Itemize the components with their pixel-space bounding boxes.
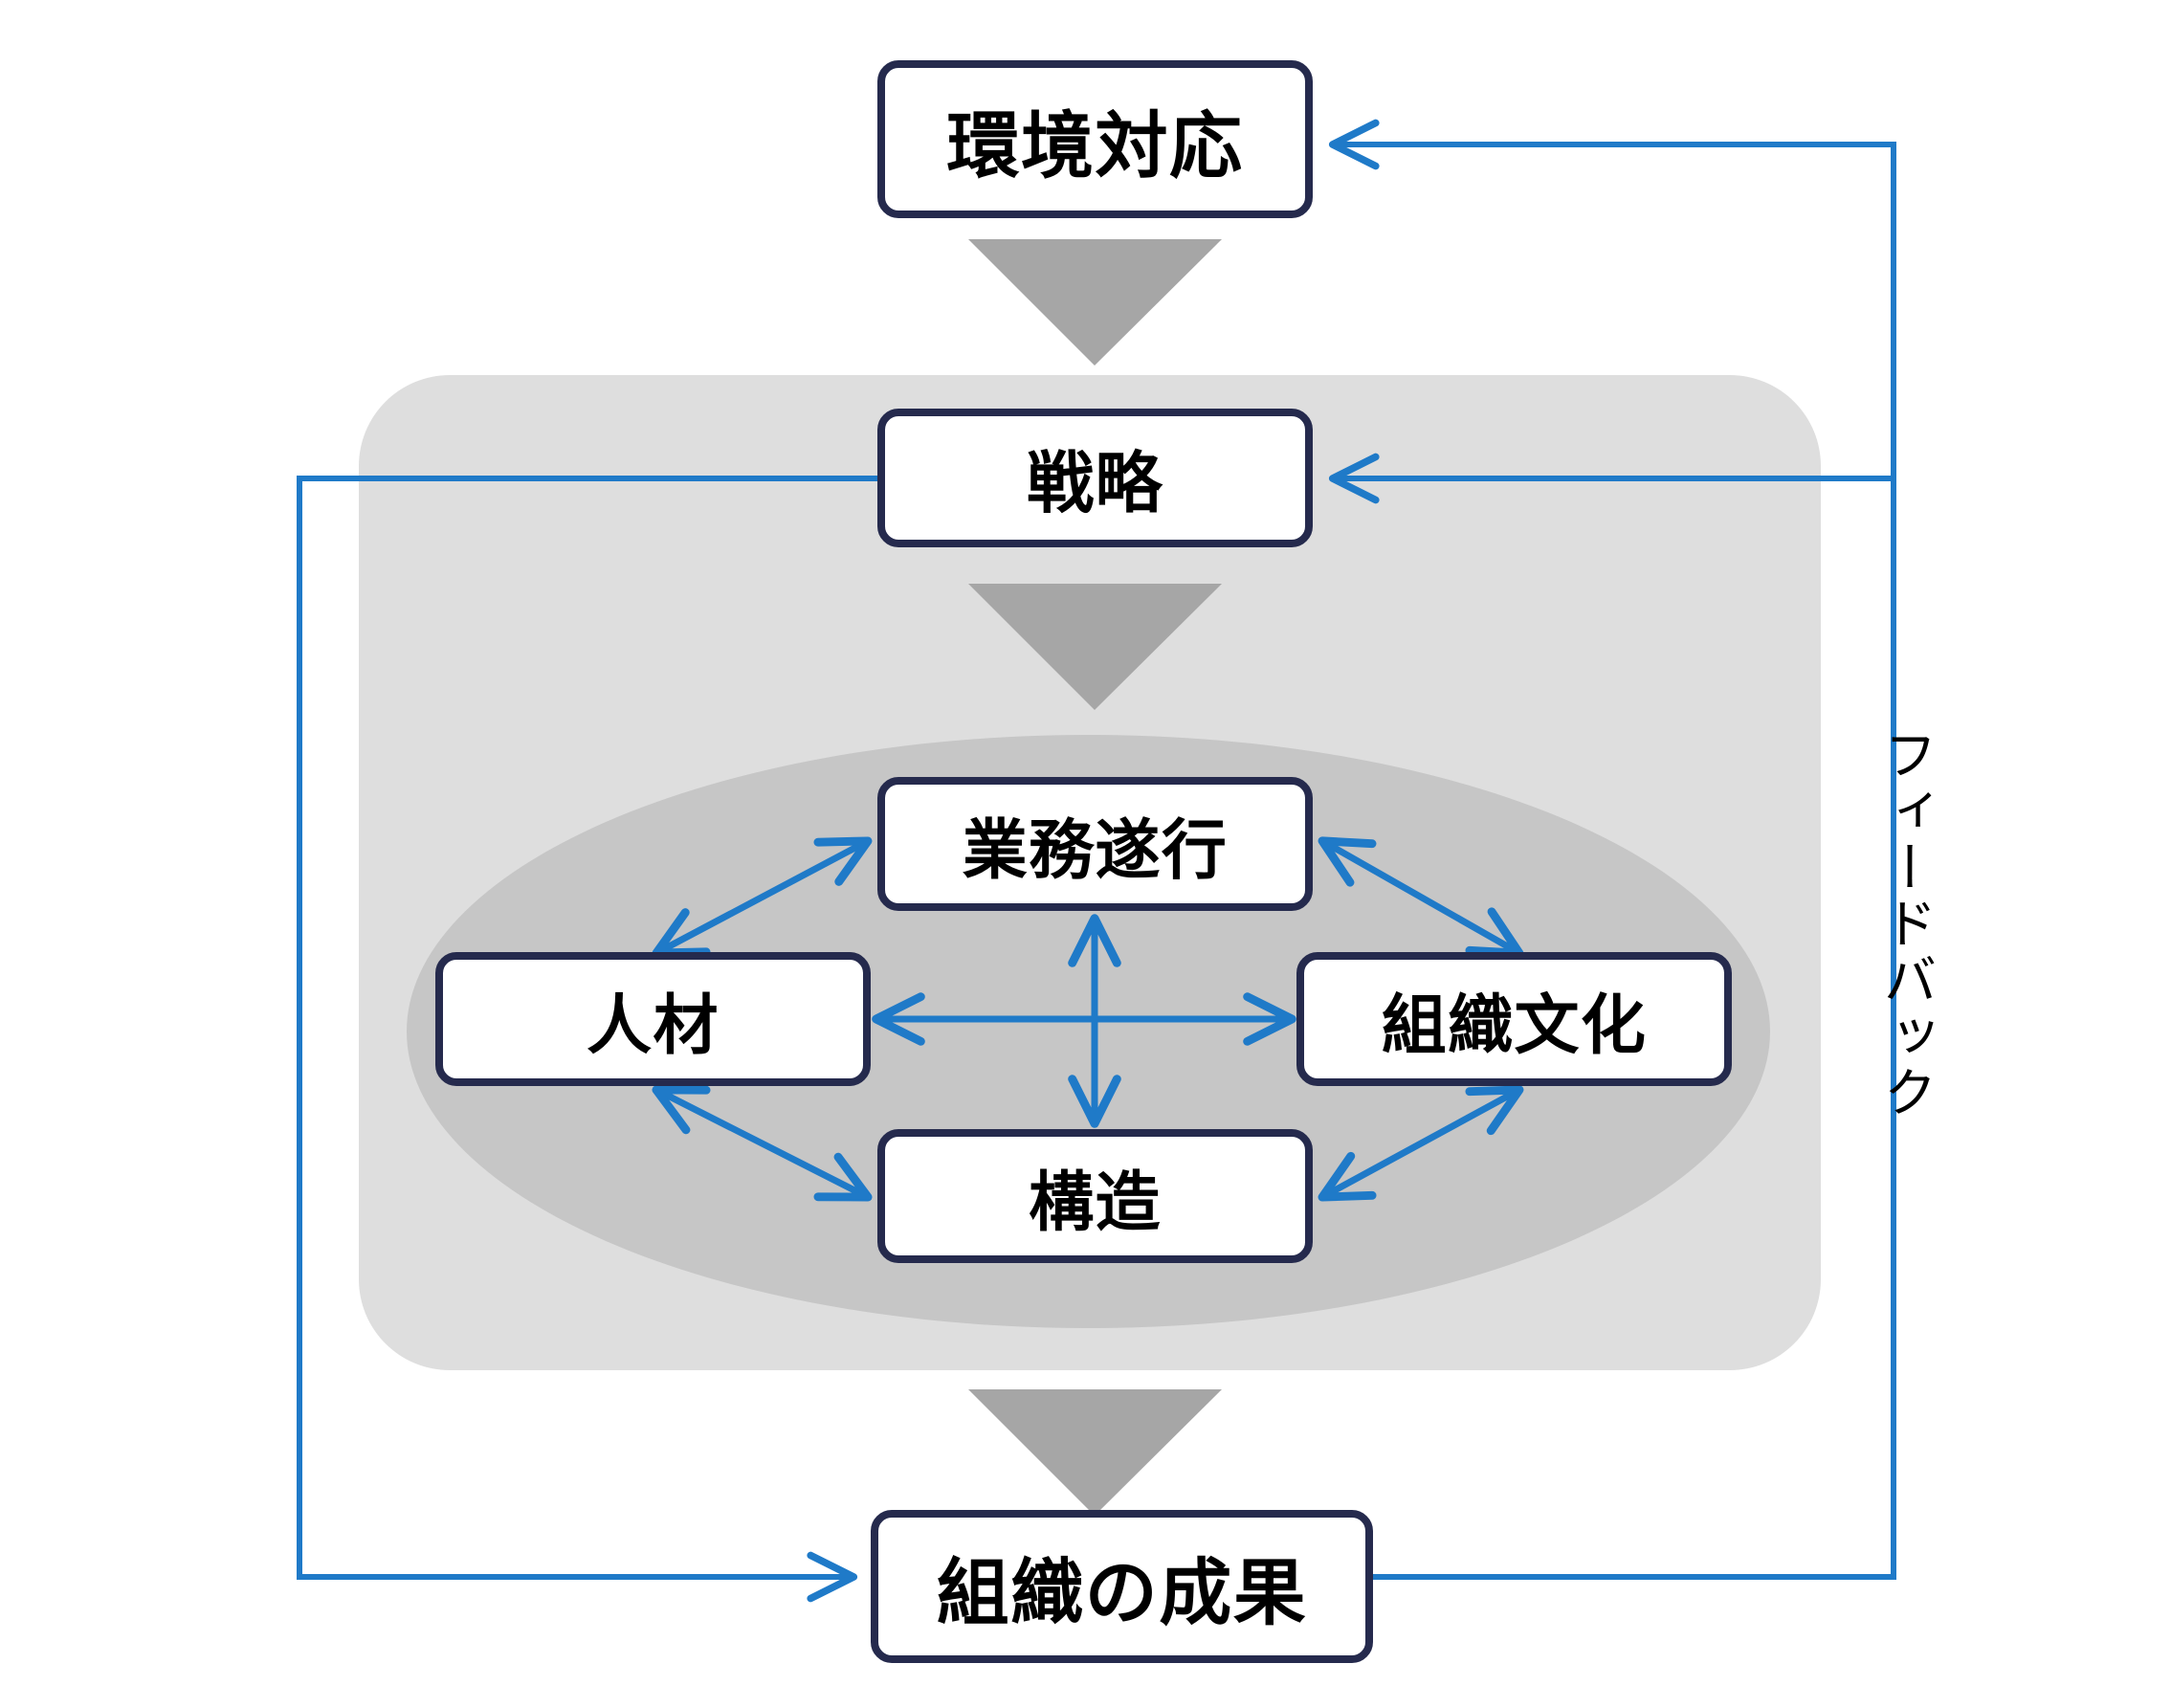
node-culture-label: 組織文化: [1381, 988, 1648, 1062]
flow-arrow-env-to-strategy: [968, 239, 1222, 366]
node-env-label: 環境対応: [946, 105, 1244, 188]
node-people-label: 人材: [587, 988, 720, 1062]
node-culture[interactable]: 組織文化: [1296, 952, 1732, 1086]
feedback-label: フィードバック: [1876, 727, 1937, 1121]
node-ops-label: 業務遂行: [962, 813, 1229, 887]
flow-arrow-core-to-results: [968, 1389, 1222, 1516]
node-people[interactable]: 人材: [435, 952, 871, 1086]
node-results[interactable]: 組織の成果: [871, 1510, 1373, 1663]
node-structure[interactable]: 構造: [877, 1129, 1313, 1263]
node-env[interactable]: 環境対応: [877, 60, 1313, 218]
node-ops[interactable]: 業務遂行: [877, 777, 1313, 911]
node-strategy[interactable]: 戦略: [877, 409, 1313, 547]
node-strategy-label: 戦略: [1027, 446, 1163, 521]
node-structure-label: 構造: [1029, 1165, 1162, 1239]
node-results-label: 組織の成果: [936, 1553, 1308, 1634]
